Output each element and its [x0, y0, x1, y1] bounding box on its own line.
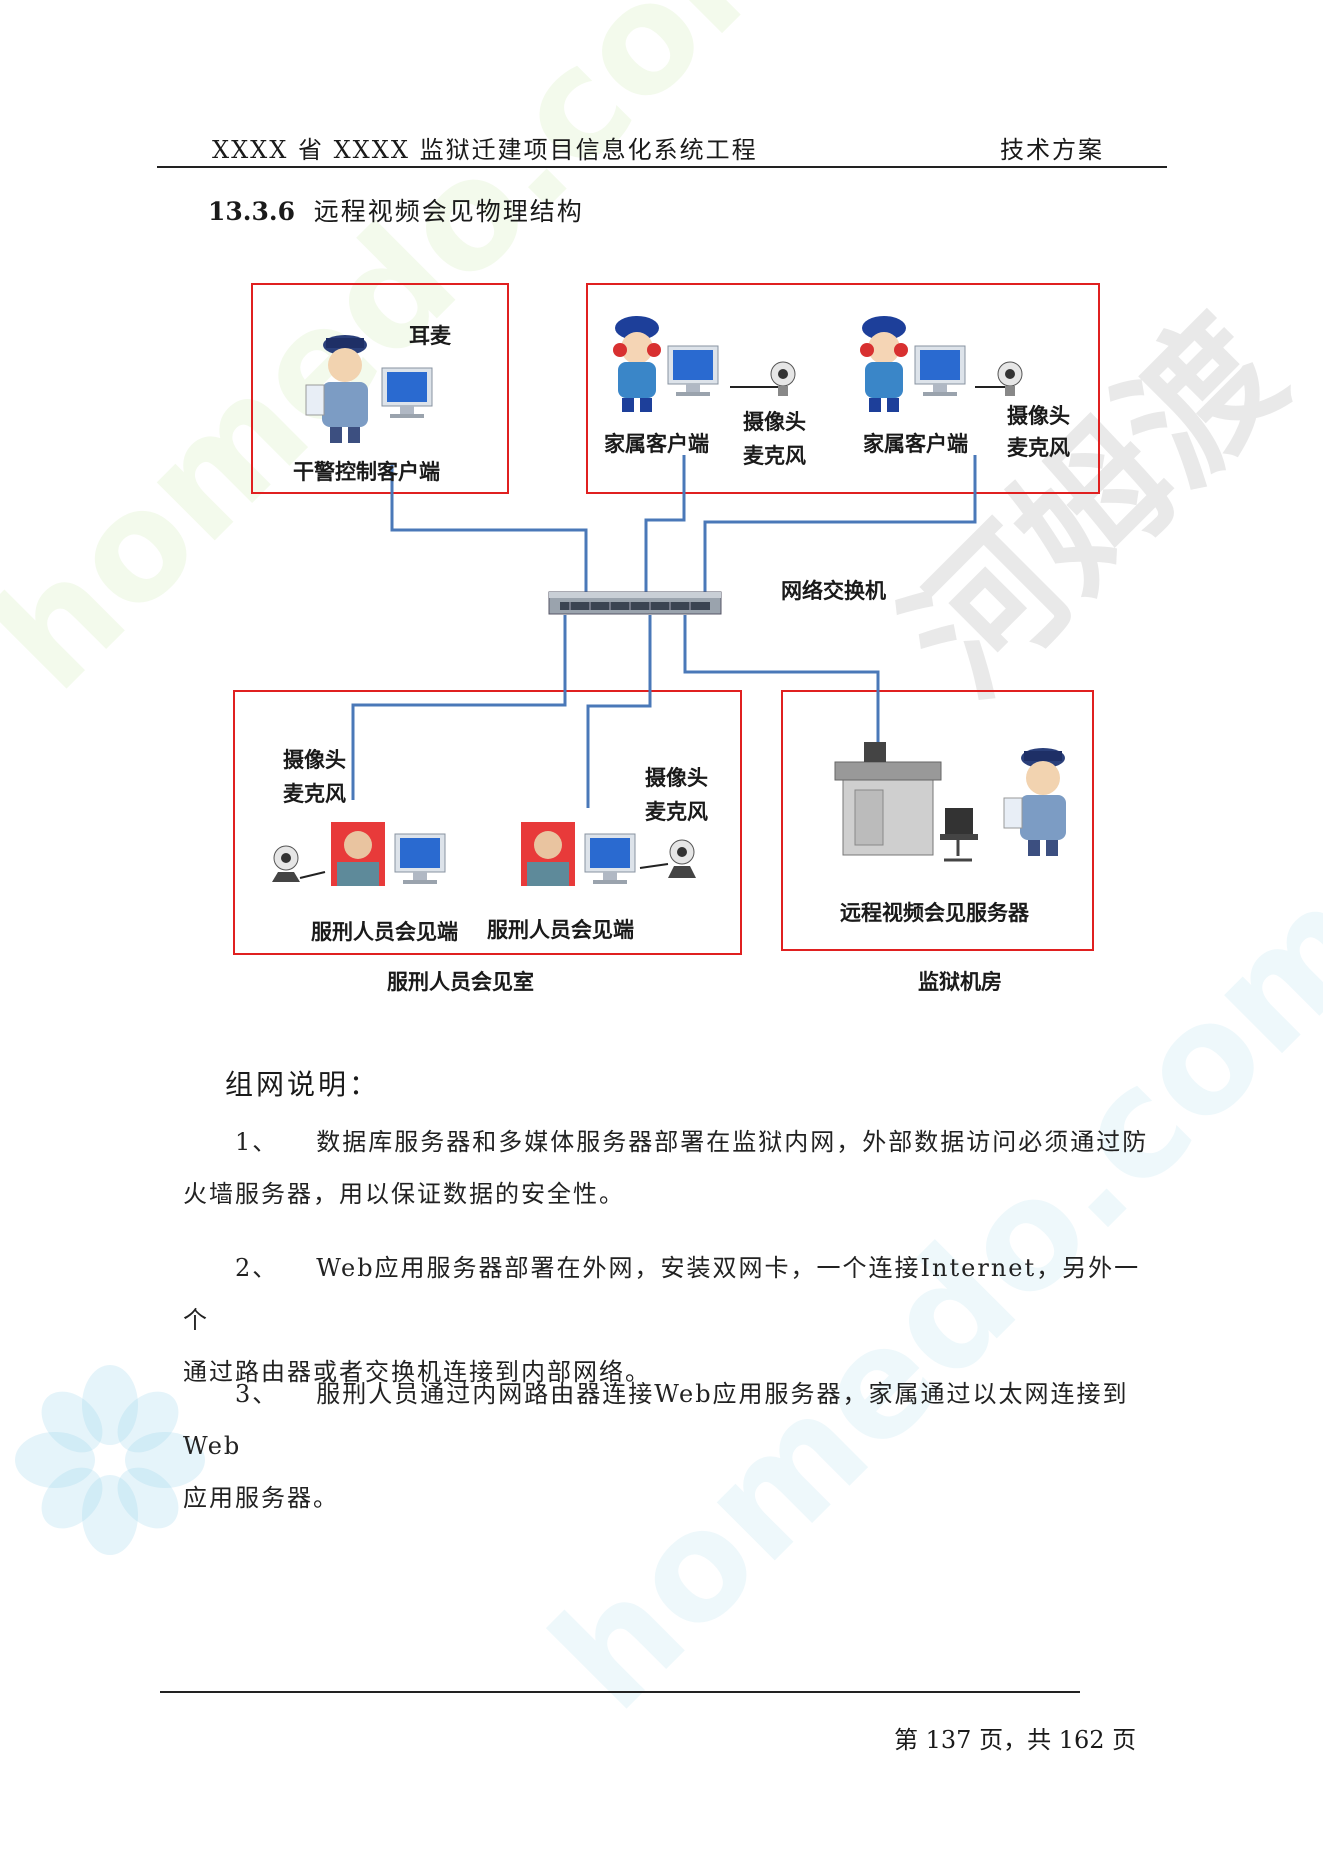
note-item-3: 3、服刑人员通过内网路由器连接Web应用服务器，家属通过以太网连接到Web 应用… [183, 1368, 1158, 1524]
watermark-flower-icon [15, 1365, 205, 1555]
network-switch-icon [548, 591, 722, 615]
section-title: 远程视频会见物理结构 [313, 197, 584, 226]
label-mic-top-2: 麦克风 [1007, 435, 1070, 460]
label-mic-bottom-2: 麦克风 [645, 799, 708, 824]
label-prison-room: 监狱机房 [918, 969, 1002, 994]
note-text-3: 服刑人员通过内网路由器连接Web应用服务器，家属通过以太网连接到Web [183, 1380, 1129, 1460]
label-server: 远程视频会见服务器 [840, 900, 1029, 925]
section-number: 13.3.6 [208, 197, 295, 226]
label-headset: 耳麦 [409, 323, 451, 348]
label-camera-top-2: 摄像头 [1007, 403, 1070, 428]
label-family-client-2: 家属客户端 [863, 431, 968, 456]
footer-rule [160, 1691, 1080, 1693]
officer-client-box [251, 283, 509, 494]
label-inmate-client-2: 服刑人员会见端 [487, 917, 634, 942]
note-num-2: 2、 [235, 1254, 279, 1282]
server-room-box [781, 690, 1094, 951]
note-item-1: 1、 数据库服务器和多媒体服务器部署在监狱内网，外部数据访问必须通过防 火墙服务器… [183, 1116, 1158, 1220]
note-text-1: 数据库服务器和多媒体服务器部署在监狱内网，外部数据访问必须通过防 [316, 1128, 1149, 1156]
label-mic-top-1: 麦克风 [743, 443, 806, 468]
label-inmate-room: 服刑人员会见室 [387, 969, 534, 994]
label-switch: 网络交换机 [781, 578, 886, 603]
label-inmate-client-1: 服刑人员会见端 [311, 919, 458, 944]
label-family-client-1: 家属客户端 [604, 431, 709, 456]
note-cont-3: 应用服务器。 [183, 1484, 339, 1512]
label-officer-client: 干警控制客户端 [293, 459, 440, 484]
note-item-2: 2、Web应用服务器部署在外网，安装双网卡，一个连接Internet，另外一个 … [183, 1242, 1158, 1398]
family-client-box [586, 283, 1100, 494]
header-rule [157, 166, 1167, 168]
note-cont-2: 通过路由器或者交换机连接到内部网络。 [183, 1358, 651, 1386]
notes-heading: 组网说明： [225, 1068, 381, 1101]
note-text-2: Web应用服务器部署在外网，安装双网卡，一个连接Internet，另外一个 [183, 1254, 1141, 1334]
page-number: 第 137 页，共 162 页 [894, 1726, 1137, 1754]
note-num-1: 1、 [235, 1128, 279, 1156]
note-num-3: 3、 [235, 1380, 279, 1408]
label-camera-bottom-1: 摄像头 [283, 747, 346, 772]
note-cont-1: 火墙服务器，用以保证数据的安全性。 [183, 1180, 625, 1208]
header-doc-type: 技术方案 [1000, 136, 1104, 164]
section-heading: 13.3.6 远程视频会见物理结构 [208, 192, 584, 228]
label-camera-top-1: 摄像头 [743, 409, 806, 434]
header-doc-title: XXXX 省 XXXX 监狱迁建项目信息化系统工程 [212, 136, 758, 164]
label-mic-bottom-1: 麦克风 [283, 781, 346, 806]
label-camera-bottom-2: 摄像头 [645, 765, 708, 790]
